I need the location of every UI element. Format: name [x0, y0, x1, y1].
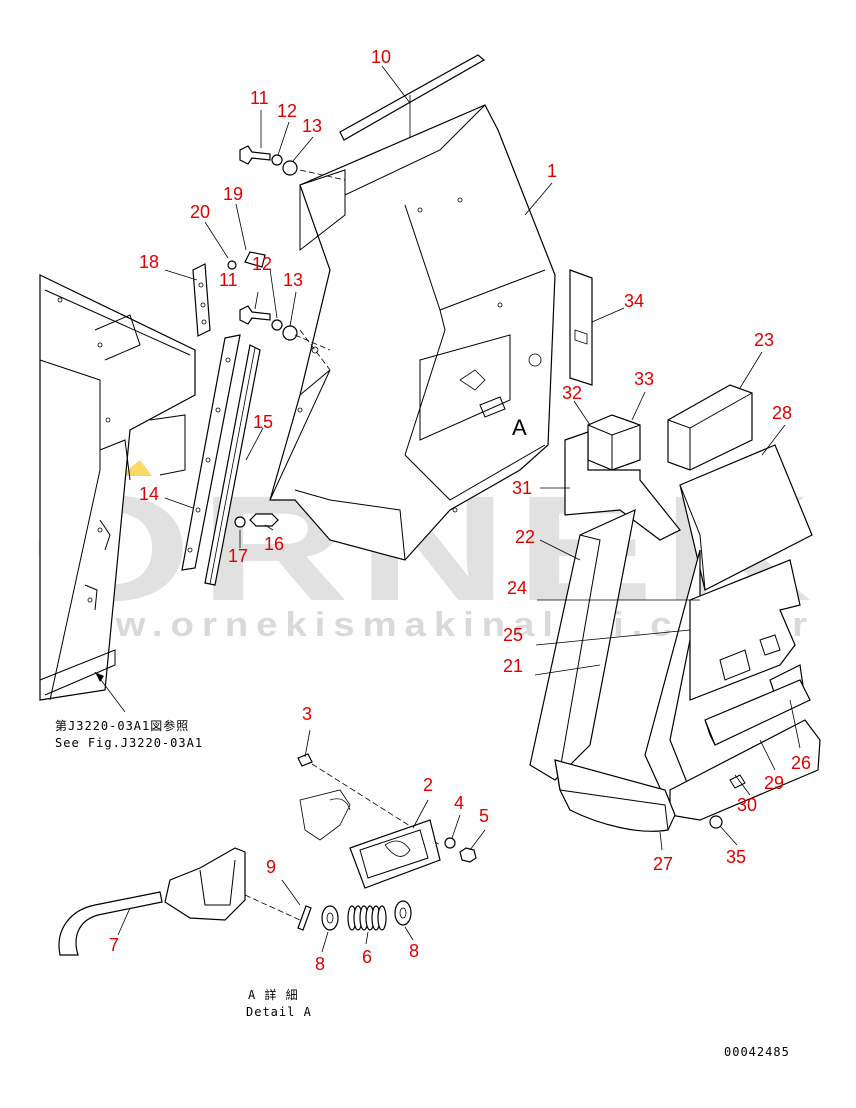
part-18-bracket	[192, 263, 211, 337]
callout-26: 26	[791, 753, 811, 773]
callout-13: 13	[302, 116, 322, 136]
frame-assembly	[39, 274, 196, 713]
detail-note-jp: A 詳 細	[248, 987, 299, 1002]
fastener-16-17	[234, 513, 279, 528]
part-35-plug	[709, 815, 723, 829]
part-29-block	[704, 679, 811, 746]
callout-18: 18	[139, 252, 159, 272]
callout-31: 31	[512, 478, 532, 498]
detail-note-en: Detail A	[246, 1005, 312, 1019]
part-27-pad	[554, 759, 676, 832]
callout-29: 29	[764, 773, 784, 793]
leader-lines	[117, 65, 801, 953]
callout-14: 14	[139, 484, 159, 504]
callout-3: 3	[302, 704, 312, 724]
callout-13: 13	[283, 270, 303, 290]
callout-2: 2	[423, 775, 433, 795]
callout-15: 15	[253, 412, 273, 432]
callout-7: 7	[109, 935, 119, 955]
part-22-seal	[529, 508, 636, 781]
callout-28: 28	[772, 403, 792, 423]
watermark-accent-mark	[120, 460, 152, 476]
callout-11: 11	[219, 270, 238, 290]
part-1-main-duct: A	[269, 104, 556, 561]
part-6-spring	[347, 905, 387, 931]
callout-11: 11	[250, 88, 269, 108]
part-15-rail	[204, 344, 261, 586]
callout-25: 25	[503, 625, 523, 645]
detail-a-group	[58, 753, 477, 956]
callout-34: 34	[624, 291, 644, 311]
part-23-block	[667, 384, 753, 471]
callout-24: 24	[507, 578, 527, 598]
callout-labels: 10 11 12 13 1 19 20 18 11 12 13 34 23 32…	[109, 47, 811, 974]
callout-35: 35	[726, 847, 746, 867]
callout-20: 20	[190, 202, 210, 222]
callout-32: 32	[562, 383, 582, 403]
callout-9: 9	[266, 857, 276, 877]
callout-30: 30	[737, 795, 757, 815]
callout-22: 22	[515, 527, 535, 547]
callout-4: 4	[454, 793, 464, 813]
view-label-a: A	[512, 415, 527, 440]
reference-note-en: See Fig.J3220-03A1	[55, 736, 203, 750]
callout-33: 33	[634, 369, 654, 389]
callout-12: 12	[277, 101, 297, 121]
callout-19: 19	[223, 184, 243, 204]
fastener-group-top	[239, 145, 346, 181]
callout-23: 23	[754, 330, 774, 350]
part-28-pad	[679, 444, 813, 591]
callout-8: 8	[409, 941, 419, 961]
fastener-group-middle	[227, 251, 331, 351]
part-32-block	[587, 414, 641, 471]
callout-17: 17	[228, 546, 248, 566]
callout-6: 6	[362, 947, 372, 967]
callout-1: 1	[547, 161, 557, 181]
reference-note: 第J3220-03A1図参照 See Fig.J3220-03A1	[55, 718, 203, 750]
callout-21: 21	[503, 656, 523, 676]
callout-16: 16	[264, 534, 284, 554]
reference-note-jp: 第J3220-03A1図参照	[55, 718, 189, 733]
part-14-rail	[181, 334, 241, 571]
part-33-seal	[564, 431, 681, 541]
part-21-24-25-seal	[644, 549, 801, 812]
callout-8: 8	[315, 954, 325, 974]
callout-12: 12	[252, 254, 272, 274]
detail-note: A 詳 細 Detail A	[246, 987, 312, 1019]
drawing-number: 00042485	[724, 1045, 790, 1059]
part-34-panel	[569, 269, 593, 386]
callout-10: 10	[371, 47, 391, 67]
callout-5: 5	[479, 806, 489, 826]
callout-27: 27	[653, 854, 673, 874]
